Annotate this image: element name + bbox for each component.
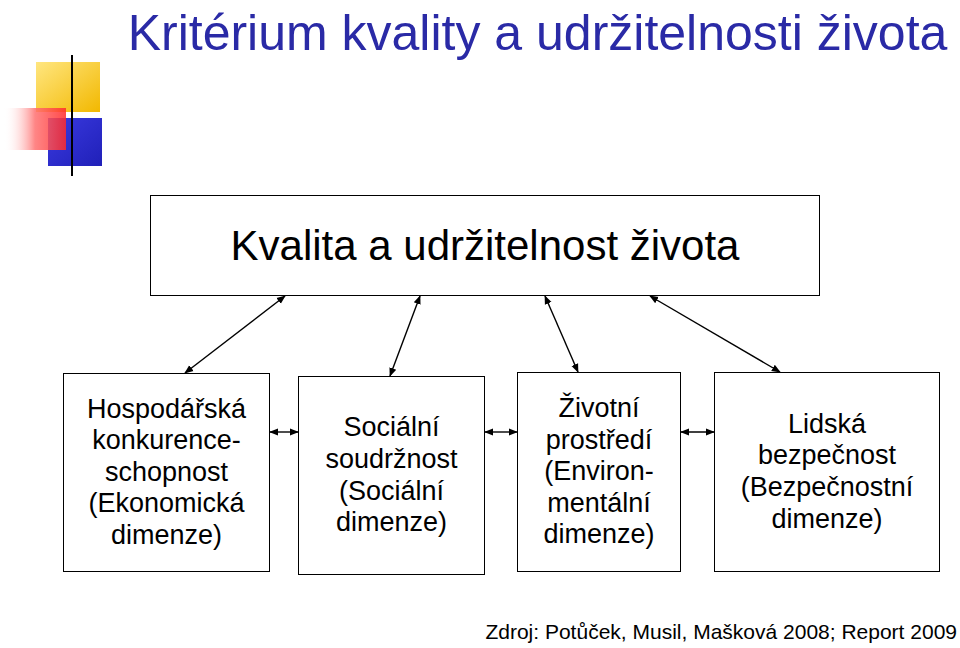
connector-arrow — [650, 296, 780, 372]
box-text: Sociální soudržnost (Sociální dimenze) — [299, 408, 484, 542]
box-text: Hospodářská konkurence- schopnost (Ekono… — [64, 390, 269, 556]
slide-title: Kritérium kvality a udržitelnosti života — [110, 2, 960, 64]
dimension-box: Hospodářská konkurence- schopnost (Ekono… — [63, 373, 270, 572]
deco-line — [71, 55, 73, 176]
dimension-box: Lidská bezpečnost (Bezpečnostní dimenze) — [714, 372, 940, 572]
deco-square — [4, 108, 66, 150]
deco-square — [36, 62, 100, 112]
connector-arrow — [185, 296, 285, 373]
connector-arrow — [270, 431, 298, 432]
source-note: Zdroj: Potůček, Musil, Mašková 2008; Rep… — [485, 620, 957, 644]
deco-line — [38, 145, 960, 147]
connector-arrow — [545, 296, 578, 372]
dimension-box: Sociální soudržnost (Sociální dimenze) — [298, 376, 485, 575]
box-text: Životní prostředí (Environ- mentální dim… — [518, 389, 680, 555]
main-box: Kvalita a udržitelnost života — [150, 195, 820, 296]
box-text: Kvalita a udržitelnost života — [225, 217, 746, 274]
box-text: Lidská bezpečnost (Bezpečnostní dimenze) — [715, 405, 939, 539]
dimension-box: Životní prostředí (Environ- mentální dim… — [517, 372, 681, 572]
connector-arrow — [485, 431, 517, 432]
connector-arrow — [390, 296, 420, 376]
connector-arrow — [681, 431, 714, 432]
